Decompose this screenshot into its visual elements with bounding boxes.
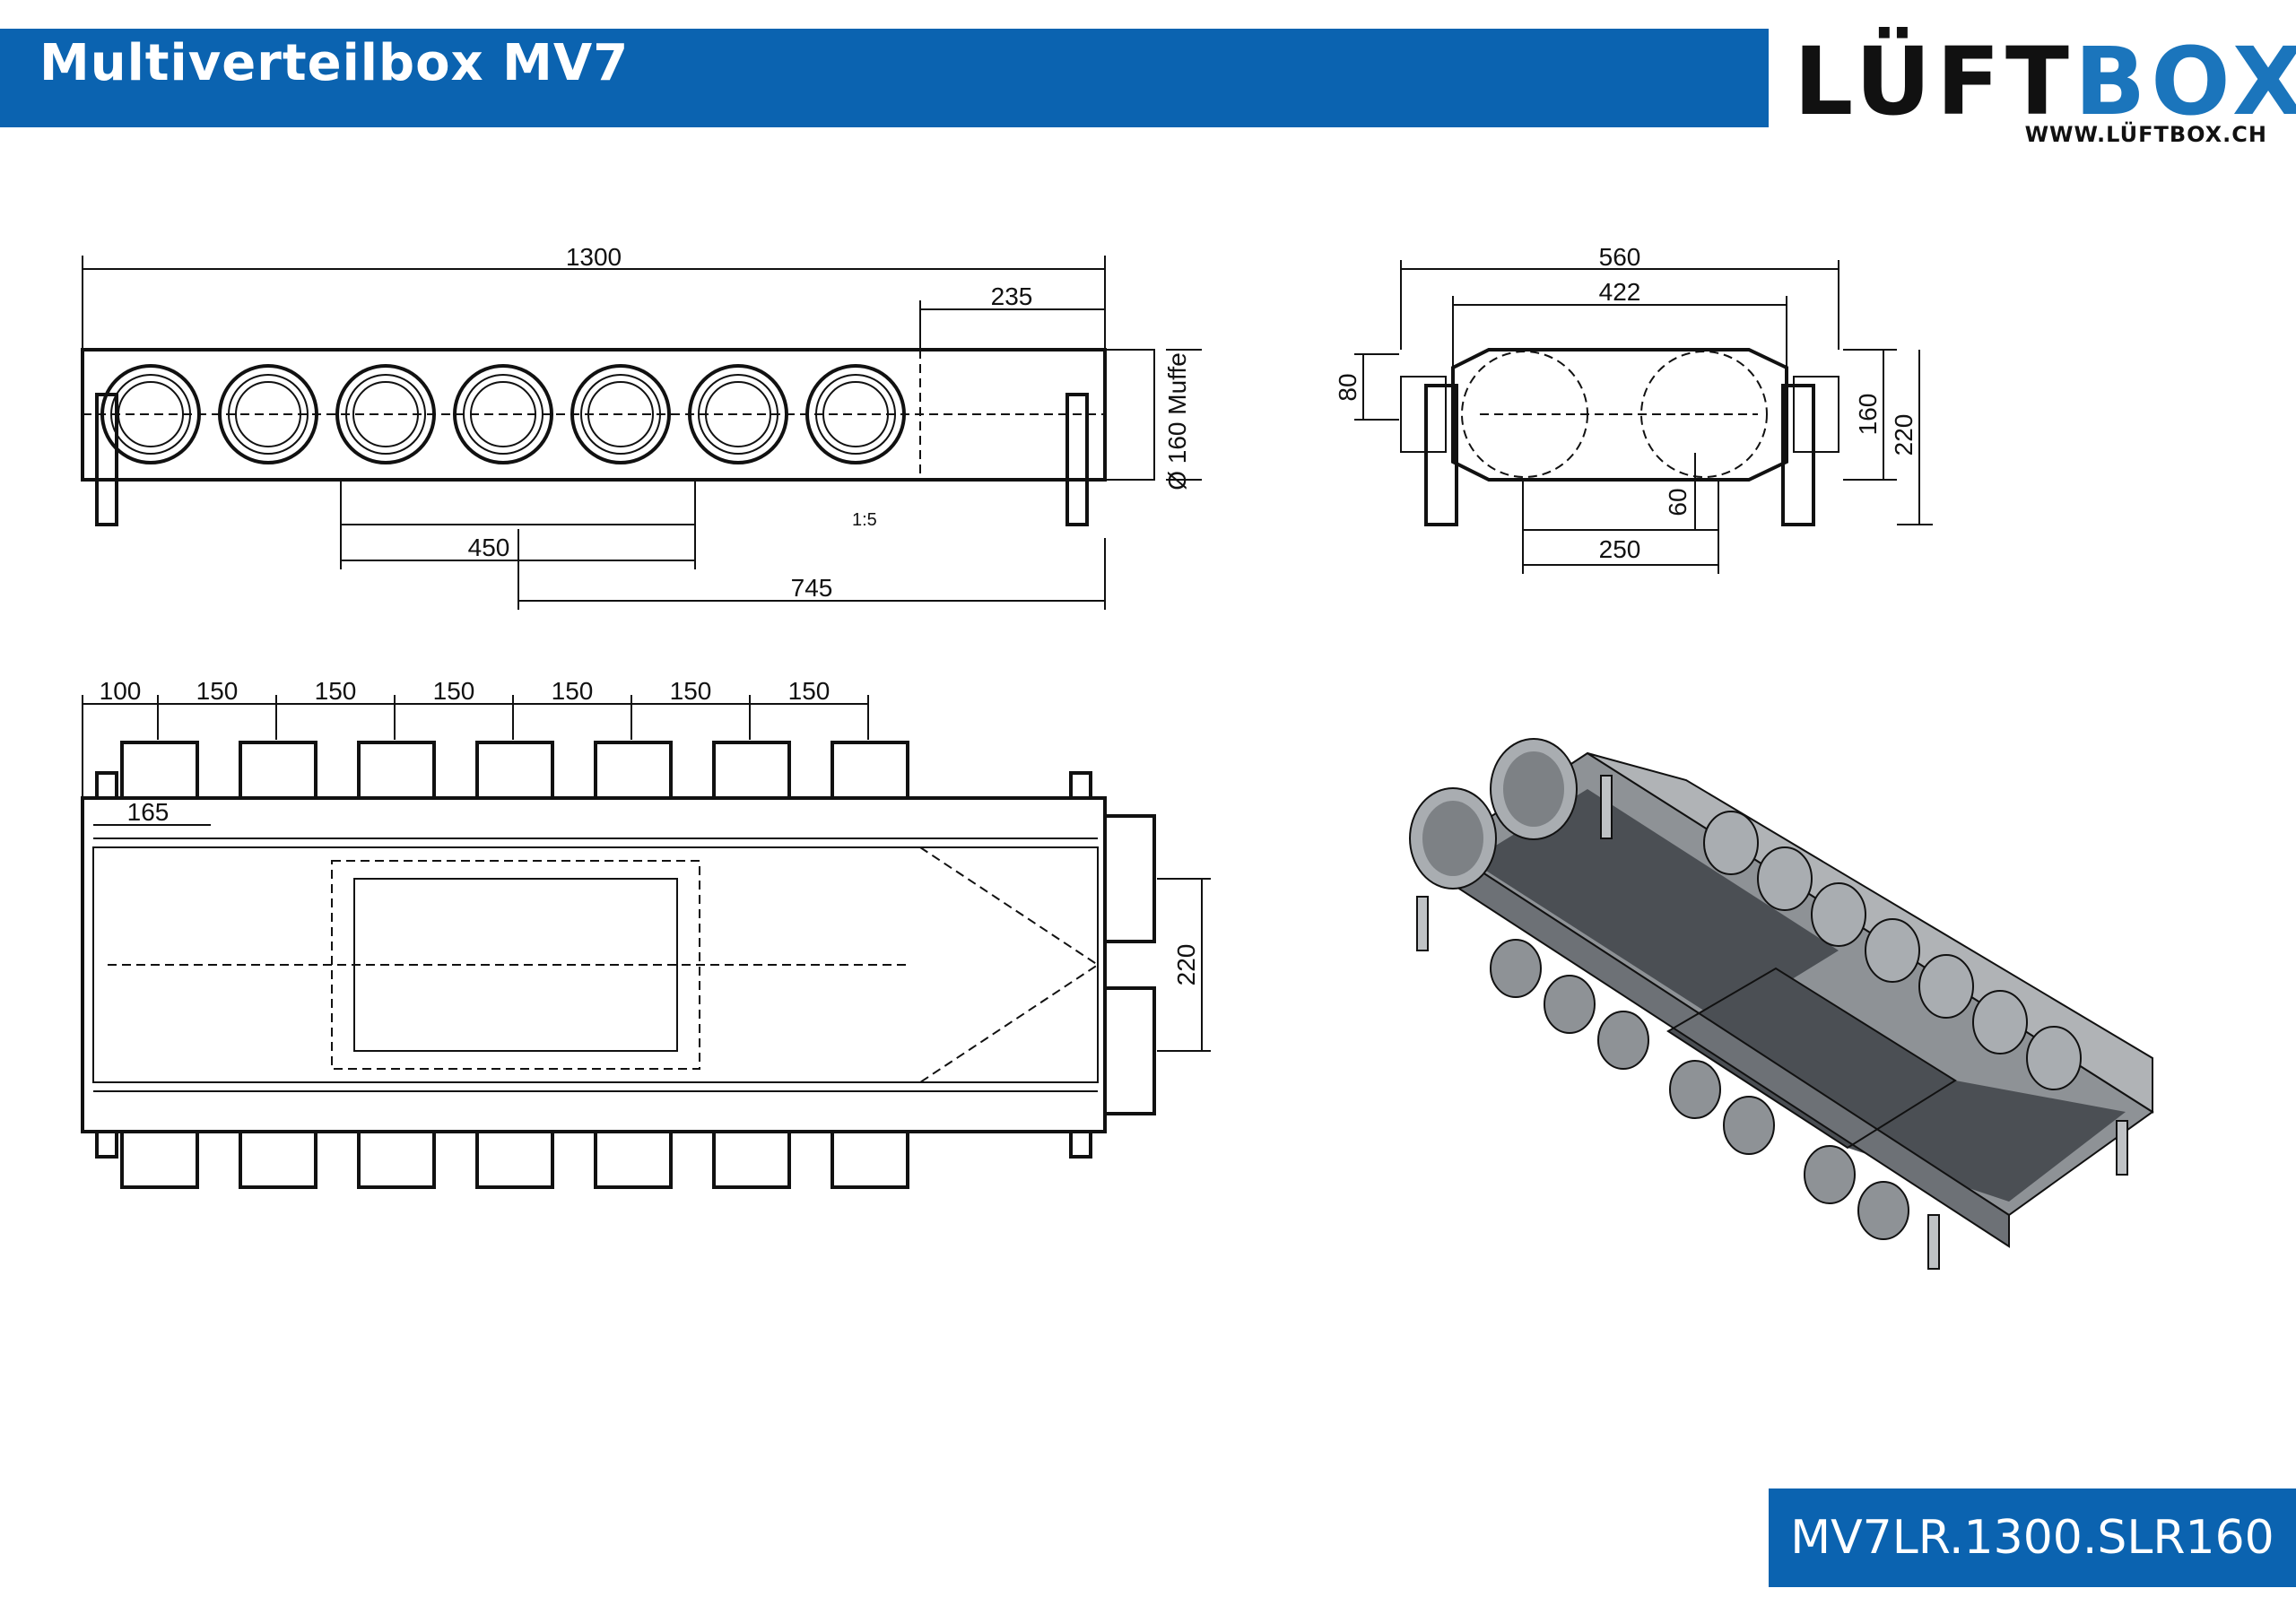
dim-total-width: 560: [1599, 243, 1641, 271]
dim-top-height-220: 220: [1172, 944, 1200, 986]
dim-pitch: 150: [196, 677, 239, 705]
logo-url: WWW.LÜFTBOX.CH: [2024, 122, 2267, 147]
logo-wordmark: LÜFTBOX: [1794, 27, 2296, 136]
dim-inner-width: 422: [1599, 278, 1641, 306]
dim-bottom-2: 745: [791, 574, 833, 602]
dim-offset-165: 165: [127, 798, 170, 826]
dim-overall-length: 1300: [566, 243, 622, 271]
dim-height-160: 160: [1854, 394, 1882, 436]
isometric-view: [1409, 738, 2154, 1270]
dim-pitch: 150: [315, 677, 357, 705]
dim-width-250: 250: [1599, 535, 1641, 563]
front-spigots: [100, 364, 906, 464]
scale-label: 1:5: [852, 510, 877, 530]
iso-spigots-right: [1703, 811, 2082, 1090]
side-view: 560 422 80 160 220 60 250: [1334, 243, 1933, 574]
iso-spigots-under: [1490, 939, 1909, 1240]
spigot-label: Ø 160 Muffe: [1163, 352, 1191, 490]
dim-pitch-first: 100: [100, 677, 142, 705]
dim-pitch: 150: [788, 677, 831, 705]
top-view: 100 150 150 150 150 150 150 165: [81, 677, 1211, 1189]
product-code: MV7LR.1300.SLR160: [1769, 1488, 2296, 1587]
dim-end-offset: 235: [991, 282, 1033, 310]
header-bar: [0, 29, 1769, 127]
iso-spigots-end: [1409, 738, 1578, 890]
brand-logo: LÜFTBOX WWW.LÜFTBOX.CH: [1794, 32, 2296, 158]
dim-pitch: 150: [433, 677, 475, 705]
dim-height-220: 220: [1890, 414, 1918, 456]
dim-pitch: 150: [670, 677, 712, 705]
top-spigots-upper: [120, 741, 909, 800]
dim-bottom-1: 450: [468, 534, 510, 561]
top-spigots-lower: [120, 1130, 909, 1189]
front-view: 1300 235 Ø 160 Muffe 1:5: [81, 243, 1202, 610]
dim-pitch: 150: [552, 677, 594, 705]
pitch-ticks: [157, 695, 869, 740]
dim-height-80: 80: [1334, 373, 1361, 401]
dim-height-60: 60: [1664, 488, 1692, 516]
page-title: Multiverteilbox MV7: [39, 34, 630, 92]
